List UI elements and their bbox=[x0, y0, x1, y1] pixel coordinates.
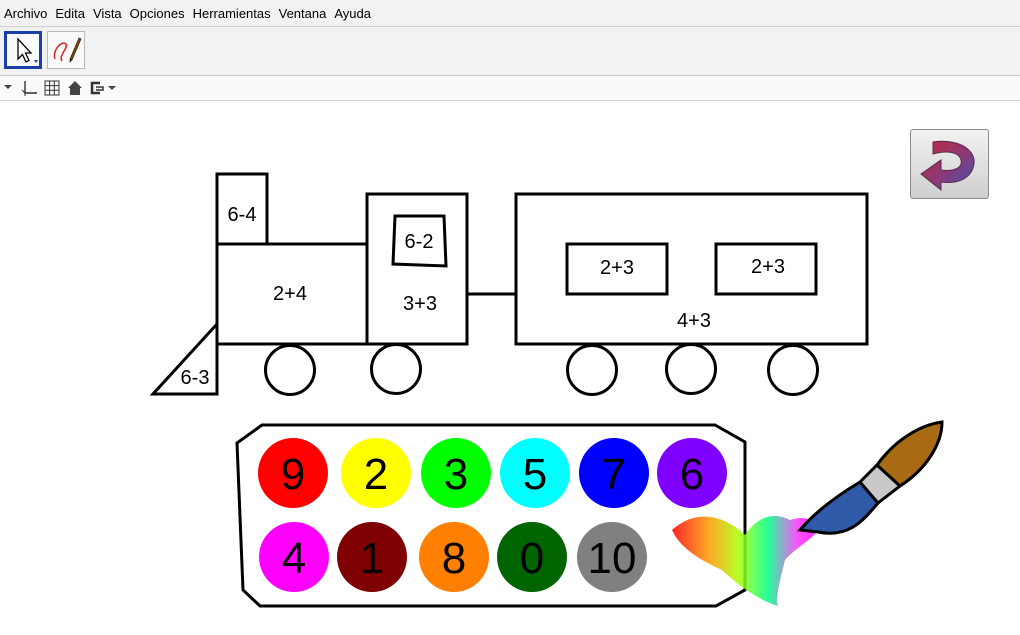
cursor-arrow-icon bbox=[17, 37, 38, 63]
color-swatch-number: 4 bbox=[282, 534, 306, 583]
menu-herramientas[interactable]: Herramientas bbox=[192, 5, 271, 21]
graphics-view[interactable]: 6-4 2+4 6-3 6-2 3+3 2+3 2+3 4+3 9 2 3 5 7 6 4 1… bbox=[0, 101, 1020, 630]
freehand-pen-icon bbox=[53, 37, 82, 63]
car-window-right-label: 2+3 bbox=[751, 256, 785, 278]
axes-icon[interactable] bbox=[20, 79, 38, 97]
palette-swatches: 9 2 3 5 7 6 4 1 8 0 10 bbox=[258, 438, 727, 592]
train: 6-4 2+4 6-3 6-2 3+3 2+3 2+3 4+3 bbox=[149, 172, 869, 396]
color-swatch-7[interactable] bbox=[579, 438, 649, 508]
cab-label: 3+3 bbox=[403, 293, 437, 315]
color-swatch-number: 7 bbox=[602, 450, 626, 499]
car-label: 4+3 bbox=[677, 310, 711, 332]
color-swatch-number: 1 bbox=[360, 534, 384, 583]
color-swatch-0[interactable] bbox=[497, 522, 567, 592]
engine-body-label: 2+4 bbox=[273, 283, 307, 305]
cowcatcher-label: 6-3 bbox=[181, 367, 210, 389]
color-swatch-number: 2 bbox=[364, 450, 388, 499]
drawing-svg: 6-4 2+4 6-3 6-2 3+3 2+3 2+3 4+3 9 2 3 5 7 6 4 1… bbox=[149, 172, 944, 608]
color-swatch-10[interactable] bbox=[577, 522, 647, 592]
color-swatch-6[interactable] bbox=[657, 438, 727, 508]
train-wheel-5[interactable] bbox=[767, 344, 819, 396]
undo-button[interactable] bbox=[910, 129, 989, 199]
menu-edita[interactable]: Edita bbox=[55, 5, 85, 21]
menu-ventana[interactable]: Ventana bbox=[278, 5, 327, 21]
color-swatch-1[interactable] bbox=[337, 522, 407, 592]
menu-ayuda[interactable]: Ayuda bbox=[334, 5, 371, 21]
menu-vista[interactable]: Vista bbox=[93, 5, 122, 21]
train-wheel-2[interactable] bbox=[370, 343, 422, 395]
train-wheel-4[interactable] bbox=[665, 343, 717, 395]
color-swatch-number: 9 bbox=[281, 450, 305, 499]
toolbar bbox=[0, 27, 1020, 76]
car-window-left-label: 2+3 bbox=[600, 257, 634, 279]
menu-opciones[interactable]: Opciones bbox=[129, 5, 185, 21]
grid-icon[interactable] bbox=[43, 79, 61, 97]
paint-brush-icon bbox=[672, 420, 944, 606]
cab-window-label: 6-2 bbox=[405, 231, 434, 253]
color-swatch-2[interactable] bbox=[341, 438, 411, 508]
color-swatch-number: 0 bbox=[520, 534, 544, 583]
home-icon[interactable] bbox=[66, 79, 84, 97]
color-swatch-8[interactable] bbox=[419, 522, 489, 592]
color-swatch-9[interactable] bbox=[258, 438, 328, 508]
style-bar bbox=[0, 76, 1020, 101]
freehand-tool-button[interactable] bbox=[47, 31, 85, 69]
color-swatch-number: 3 bbox=[444, 450, 468, 499]
train-engine-body[interactable] bbox=[215, 242, 369, 346]
color-swatch-number: 6 bbox=[680, 450, 704, 499]
undo-arrow-icon bbox=[920, 140, 975, 192]
point-capture-icon[interactable] bbox=[88, 79, 120, 97]
color-swatch-4[interactable] bbox=[259, 522, 329, 592]
color-swatch-number: 5 bbox=[523, 450, 547, 499]
move-tool-button[interactable] bbox=[4, 31, 42, 69]
train-cab-window[interactable] bbox=[391, 214, 448, 268]
menu-bar: Archivo Edita Vista Opciones Herramienta… bbox=[0, 0, 1020, 27]
train-wheel-3[interactable] bbox=[566, 344, 618, 396]
color-swatch-3[interactable] bbox=[421, 438, 491, 508]
menu-archivo[interactable]: Archivo bbox=[4, 5, 48, 21]
train-cowcatcher[interactable] bbox=[149, 320, 219, 396]
color-swatch-number: 8 bbox=[442, 534, 466, 583]
train-wheel-1[interactable] bbox=[264, 344, 316, 396]
train-car-window-left[interactable] bbox=[565, 242, 669, 296]
color-swatch-number: 10 bbox=[588, 534, 637, 583]
train-car-window-right[interactable] bbox=[714, 242, 818, 296]
chimney-label: 6-4 bbox=[228, 204, 257, 226]
dropdown-arrow-icon[interactable] bbox=[2, 79, 14, 97]
color-swatch-5[interactable] bbox=[500, 438, 570, 508]
